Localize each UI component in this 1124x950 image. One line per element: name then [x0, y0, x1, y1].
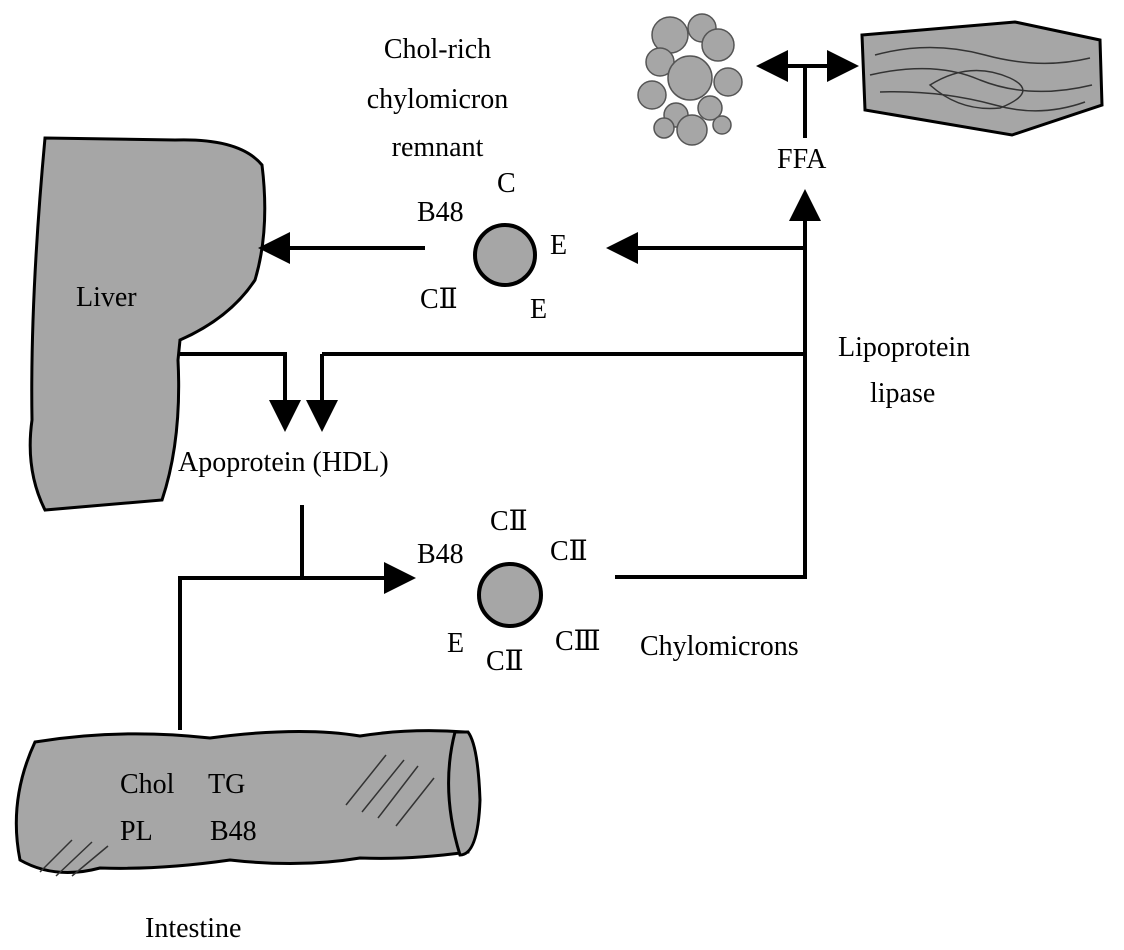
remnant-particle [475, 225, 535, 285]
intestine-label: Intestine [145, 915, 241, 943]
remnant-apo-e-right: E [550, 232, 567, 260]
chylo-apo-e: E [447, 630, 464, 658]
remnant-title-line2: chylomicron [355, 86, 520, 114]
intestine-content-chol: Chol [120, 771, 174, 799]
chylo-apo-c3: CⅢ [555, 628, 601, 656]
intestine-content-tg: TG [208, 771, 245, 799]
fat-cells-icon [638, 14, 742, 145]
enzyme-label-line1: Lipoprotein [838, 334, 970, 362]
remnant-apo-e-bottom: E [530, 296, 547, 324]
intestine-content-b48: B48 [210, 818, 257, 846]
remnant-title-line3: remnant [355, 134, 520, 162]
chylo-apo-c2-bottom: CⅡ [486, 648, 524, 676]
ffa-label: FFA [777, 146, 826, 174]
chylomicron-particle [479, 564, 541, 626]
liver-to-apoprotein-arrow [178, 354, 285, 428]
intestine-shape [16, 731, 480, 876]
chylo-apo-c2-right: CⅡ [550, 538, 588, 566]
remnant-apo-c2: CⅡ [420, 286, 458, 314]
chylo-apo-b48: B48 [417, 541, 464, 569]
intestine-content-pl: PL [120, 818, 153, 846]
muscle-tissue-icon [862, 22, 1102, 135]
chylo-apo-c2-top: CⅡ [490, 508, 528, 536]
chylomicrons-label: Chylomicrons [640, 633, 799, 661]
remnant-apo-b48: B48 [417, 199, 464, 227]
remnant-apo-c: C [497, 170, 516, 198]
liver-label: Liver [76, 284, 137, 312]
remnant-title-line1: Chol-rich [355, 36, 520, 64]
enzyme-label-line2: lipase [870, 380, 935, 408]
apoprotein-label: Apoprotein (HDL) [178, 449, 389, 477]
chylomicron-to-ffa-path [615, 193, 805, 577]
intestine-to-chylomicron-arrow [180, 578, 412, 730]
